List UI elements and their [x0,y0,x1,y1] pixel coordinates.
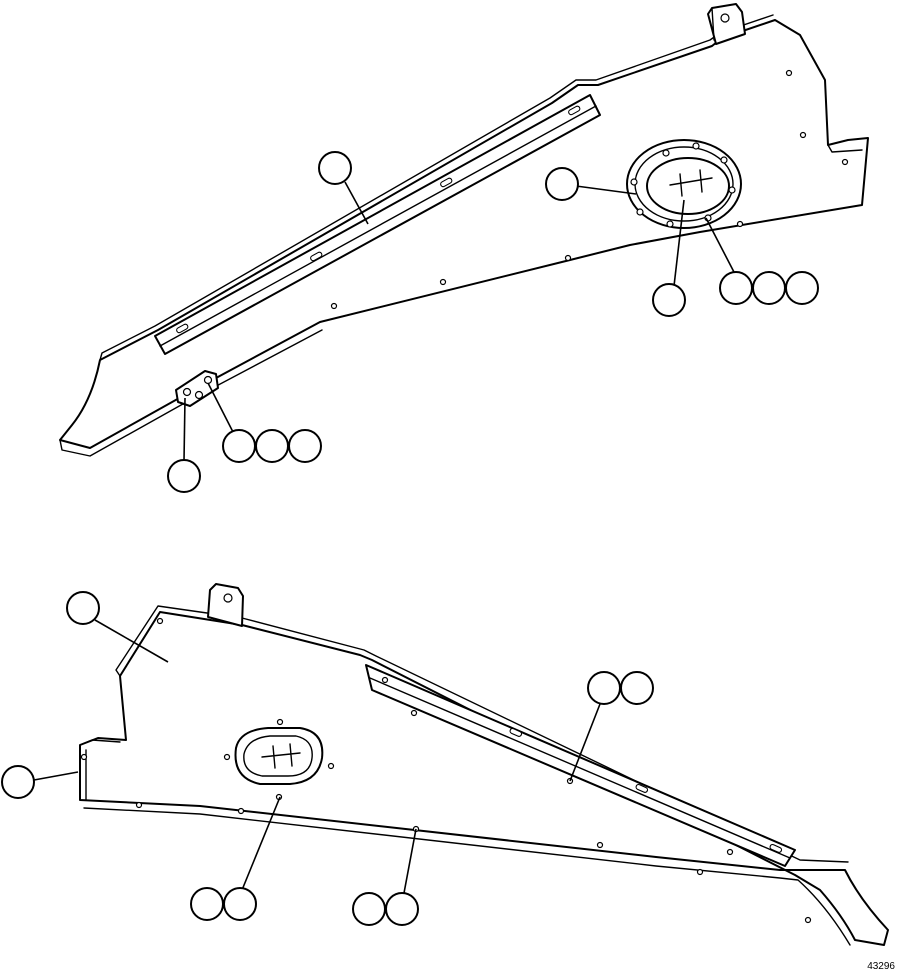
callout-u-plate-label[interactable] [545,167,579,201]
callout-u-cover-label[interactable] [318,151,352,185]
callout-u-bracket-bolt-2[interactable] [255,429,289,463]
upper-bracket [175,370,219,407]
callout-l-port-2[interactable] [223,887,257,921]
callout-u-center-label[interactable] [652,283,686,317]
lower-rail [365,664,796,867]
upper-panel-holes [330,69,849,310]
callout-l-rail-1[interactable] [587,671,621,705]
lower-access-port [223,718,335,801]
callout-l-edge-label[interactable] [1,765,35,799]
upper-panel-bottom-bevel [59,329,323,457]
callout-u-bracket-bolt-1[interactable] [222,429,256,463]
callout-u-bolt-1[interactable] [719,271,753,305]
upper-access-port [626,139,742,229]
callout-l-panel-label[interactable] [66,591,100,625]
callout-u-bolt-2[interactable] [752,271,786,305]
lower-leader-lines [33,619,601,894]
upper-cover-strip [154,94,601,355]
callout-l-edge-2[interactable] [385,892,419,926]
callout-u-bracket-label[interactable] [167,459,201,493]
upper-side-panel-view [59,3,869,457]
callout-l-edge-1[interactable] [352,892,386,926]
lower-side-panel-view [79,583,889,946]
callout-u-bracket-bolt-3[interactable] [288,429,322,463]
callout-l-port-1[interactable] [190,887,224,921]
lower-panel-holes [80,617,812,924]
upper-panel-right-step [827,144,863,153]
upper-mounting-tab [707,3,746,45]
callout-l-rail-2[interactable] [620,671,654,705]
upper-side-panel [59,19,869,449]
lower-callouts [1,591,654,926]
lower-side-panel [79,611,889,946]
drawing-reference-number: 43296 [867,961,895,972]
upper-callouts [167,151,819,493]
callout-u-bolt-3[interactable] [785,271,819,305]
lower-mounting-tab [207,583,244,627]
lower-panel-bottom-bevel [83,807,851,946]
upper-leader-lines [183,181,736,462]
